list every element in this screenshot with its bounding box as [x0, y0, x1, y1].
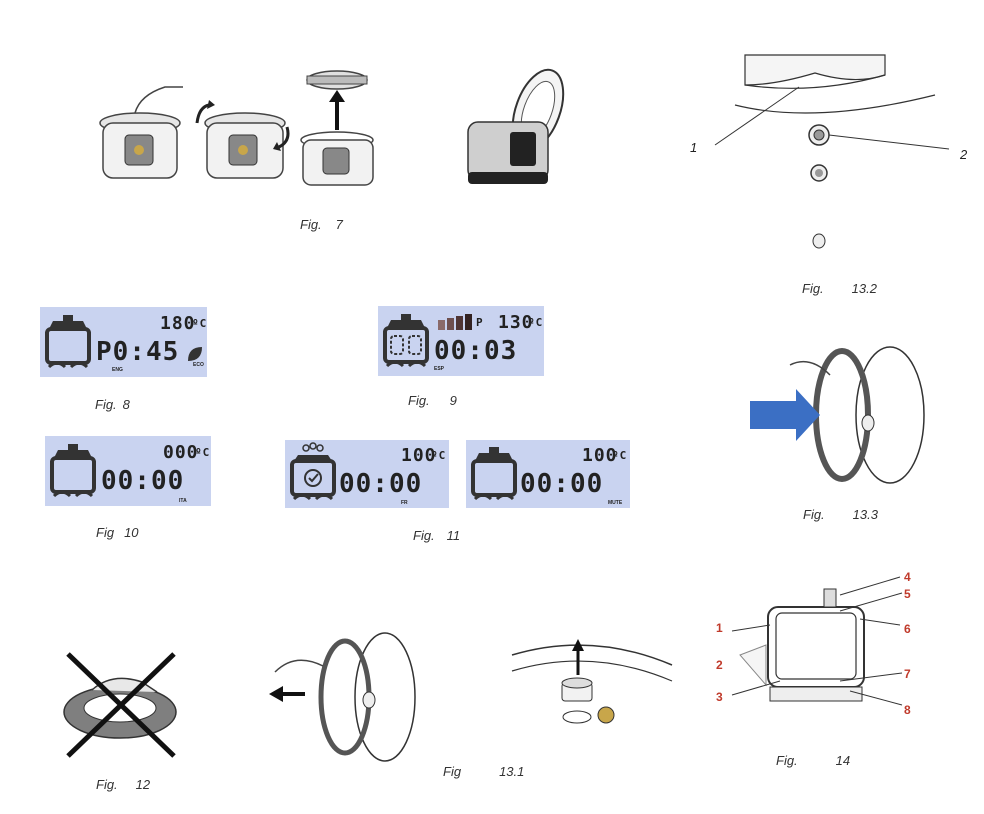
part-label-8: 8	[904, 703, 911, 717]
pressure-cooker-icon	[50, 444, 96, 498]
lcd-time: 00:03	[434, 336, 518, 366]
lcd-temperature: 100	[582, 445, 618, 466]
valve-removal-illustration	[511, 639, 673, 724]
cooker-lid-rotate-illustration	[195, 100, 290, 179]
figure-number: 9	[449, 393, 457, 408]
lcd-language: ESP	[434, 366, 445, 372]
figure-number: 13.1	[499, 764, 525, 779]
eco-leaf-icon	[188, 347, 202, 361]
figure-14-caption: Fig. 14	[776, 753, 850, 768]
figure-label: Fig.	[803, 507, 825, 522]
lcd-mute-label: MUTE	[608, 500, 623, 506]
lcd-time: 00:00	[101, 466, 185, 496]
pressure-cooker-icon	[290, 442, 336, 501]
pressure-cooker-icon	[383, 314, 429, 368]
part-label-4: 4	[904, 570, 911, 584]
figure-number: 12	[135, 777, 151, 792]
figure-number: 13.2	[851, 281, 877, 296]
left-arrow-icon	[269, 686, 283, 702]
lcd-time: P0:45	[96, 337, 180, 367]
figure-label: Fig.	[95, 397, 117, 412]
lcd-temperature: 130	[498, 312, 534, 333]
figure-number: 13.3	[852, 507, 878, 522]
lcd-temperature: 100	[401, 445, 437, 466]
lcd-eco-badge: ECO	[193, 362, 204, 368]
figure-number: 7	[335, 217, 343, 232]
cooker-lid-closed-illustration	[99, 86, 183, 179]
figure-12-caption: Fig. 12	[96, 777, 150, 792]
part-label-6: 6	[904, 622, 911, 636]
lcd-language: FR	[401, 500, 408, 506]
lcd-temperature: 180	[160, 313, 196, 334]
lcd-display-fig8: 180 ºC P0:45 ENG ECO	[40, 307, 207, 377]
part-label-1: 1	[716, 621, 723, 635]
lcd-language: ENG	[112, 367, 123, 373]
figure-label: Fig.	[802, 281, 824, 296]
figure-label: Fig.	[408, 393, 430, 408]
callout-2: 2	[960, 147, 968, 162]
open-cooker-photo	[467, 68, 565, 184]
up-arrow-icon	[572, 639, 584, 651]
lid-valves-illustration	[714, 54, 950, 249]
pressure-cooker-icon	[45, 315, 91, 369]
figure-8-caption: Fig. 8	[95, 397, 130, 412]
figure-label: Fig	[96, 525, 115, 540]
lcd-temp-unit: ºC	[528, 316, 544, 329]
figure-number: 14	[835, 753, 851, 768]
figure-label: Fig.	[300, 217, 322, 232]
lcd-language: ITA	[179, 498, 187, 504]
part-label-7: 7	[904, 667, 911, 681]
gasket-removal-illustration	[269, 632, 416, 762]
part-label-5: 5	[904, 587, 911, 601]
gasket-insert-illustration	[750, 346, 925, 484]
lcd-display-fig11-b: 100 ºC 00:00 MUTE	[466, 440, 630, 508]
cooker-cross-section-diagram	[731, 576, 903, 706]
figure-number: 8	[122, 397, 130, 412]
lcd-time: 00:00	[339, 469, 423, 499]
lcd-temp-unit: ºC	[431, 449, 447, 462]
figure-label: Fig.	[413, 528, 435, 543]
lcd-temp-unit: ºC	[192, 317, 207, 330]
figure-13-3-caption: Fig. 13.3	[803, 507, 878, 522]
pressure-bars-icon	[438, 314, 472, 330]
cooker-lid-lift-illustration	[300, 70, 374, 186]
lcd-display-fig10: 000 ºC 00:00 ITA	[45, 436, 211, 506]
lcd-temp-unit: ºC	[612, 449, 628, 462]
lcd-pressure-mark: P	[476, 316, 484, 329]
figure-11-caption: Fig. 11	[413, 528, 460, 543]
lcd-temperature: 000	[163, 442, 199, 463]
figure-label: Fig	[443, 764, 462, 779]
figure-9-caption: Fig. 9	[408, 393, 457, 408]
figure-number: 11	[446, 528, 461, 543]
lcd-display-fig11-a: 100 ºC 00:00 FR	[285, 440, 449, 508]
figure-10-caption: Fig 10	[96, 525, 139, 540]
lcd-time: 00:00	[520, 469, 604, 499]
part-label-3: 3	[716, 690, 723, 704]
figure-number: 10	[124, 525, 139, 540]
arrow-right-blue-icon	[750, 389, 820, 441]
callout-1: 1	[690, 140, 698, 155]
part-label-2: 2	[716, 658, 723, 672]
lcd-temp-unit: ºC	[195, 446, 211, 459]
figure-13-1-caption: Fig 13.1	[443, 764, 524, 779]
lcd-display-fig9: P 130 ºC 00:03 ESP	[378, 306, 544, 376]
figure-13-2-caption: Fig. 13.2	[802, 281, 877, 296]
figure-label: Fig.	[776, 753, 798, 768]
no-cleaning-cross-icon	[63, 652, 177, 758]
figure-7-caption: Fig. 7	[300, 217, 343, 232]
pressure-cooker-icon	[471, 447, 517, 501]
figure-label: Fig.	[96, 777, 118, 792]
